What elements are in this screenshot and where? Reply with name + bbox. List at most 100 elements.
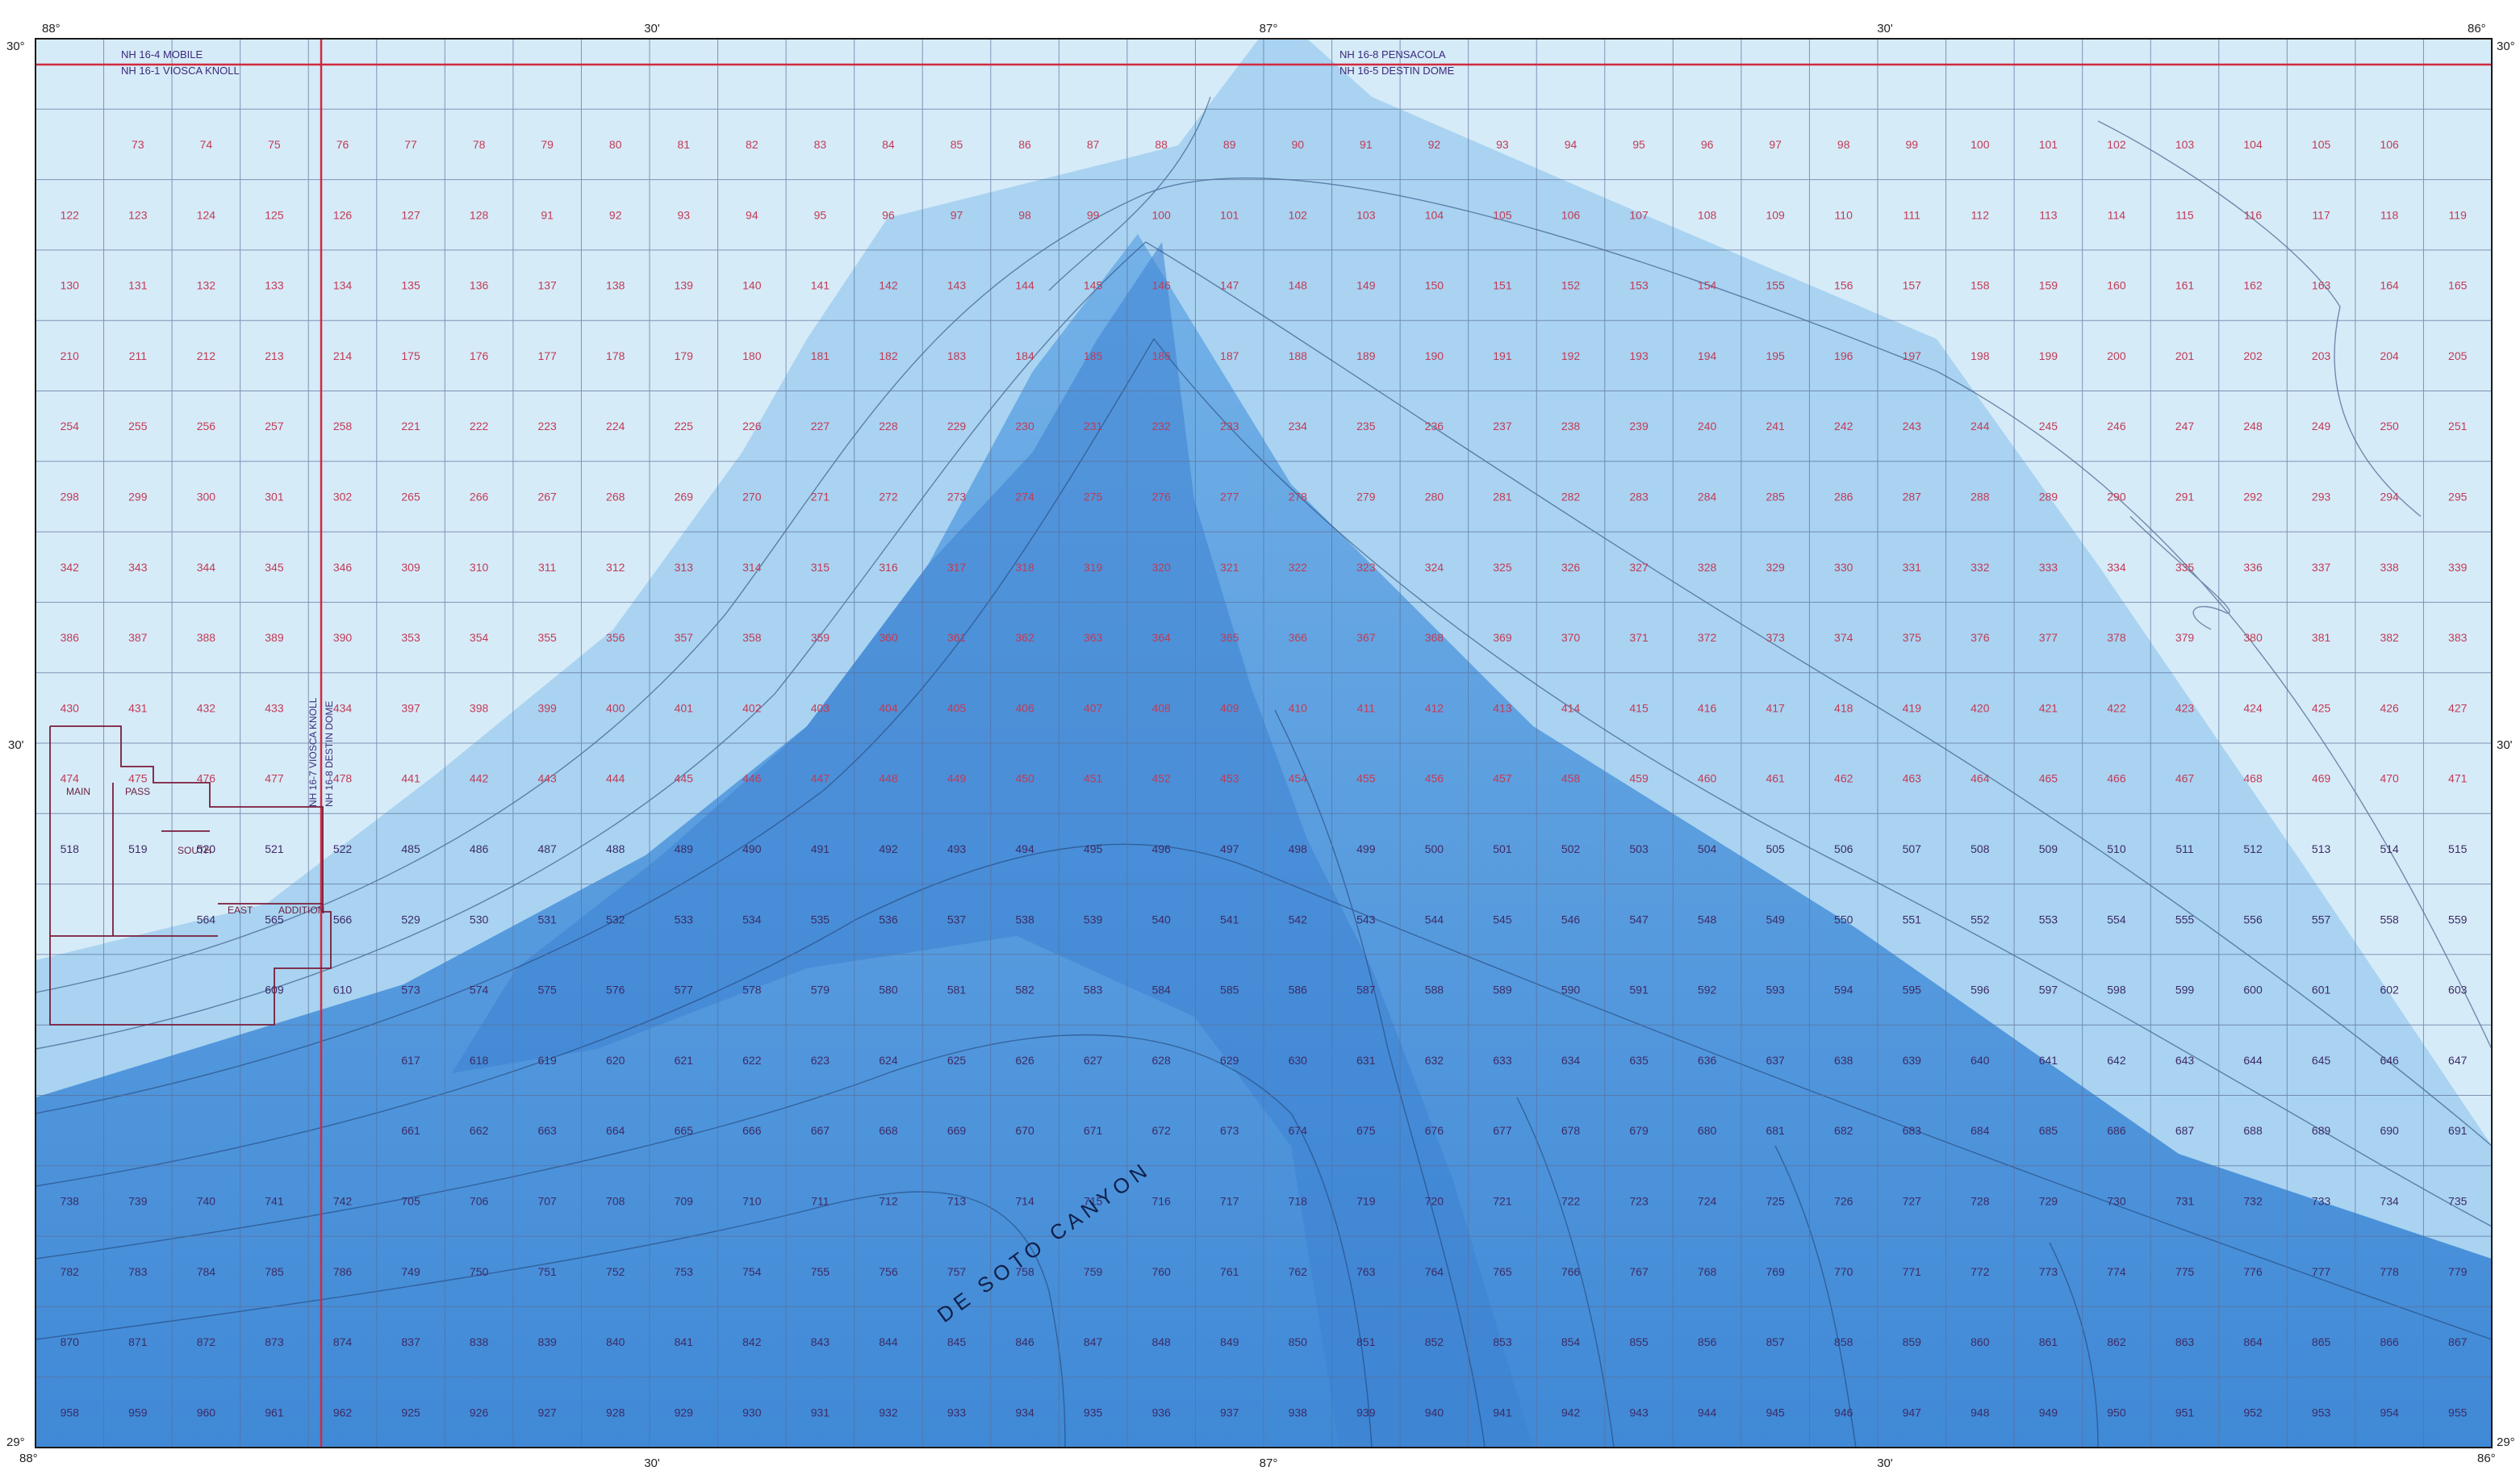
block-number: 501 — [1493, 842, 1512, 855]
block-number: 292 — [2243, 490, 2263, 503]
block-number: 101 — [1220, 208, 1239, 221]
block-number: 511 — [2175, 842, 2194, 855]
block-number: 933 — [947, 1406, 967, 1419]
block-number: 334 — [2107, 561, 2126, 574]
block-number: 467 — [2175, 772, 2195, 785]
block-number: 273 — [947, 490, 967, 503]
lease-area-boundaries — [49, 725, 332, 1026]
block-number: 153 — [1629, 279, 1649, 292]
block-number: 147 — [1220, 279, 1239, 292]
block-number: 488 — [606, 842, 625, 855]
block-number: 838 — [470, 1335, 489, 1348]
block-number: 156 — [1834, 279, 1853, 292]
block-number: 443 — [537, 772, 557, 785]
block-number: 628 — [1151, 1054, 1171, 1067]
block-number: 364 — [1151, 631, 1171, 644]
block-number: 434 — [333, 701, 353, 714]
block-number: 163 — [2312, 279, 2331, 292]
block-number: 580 — [879, 984, 898, 997]
tick-top-87: 87° — [1260, 22, 1278, 36]
block-number: 850 — [1289, 1335, 1308, 1348]
block-number: 245 — [2039, 420, 2058, 432]
block-number: 224 — [606, 420, 625, 432]
block-number: 84 — [882, 138, 895, 151]
block-number: 865 — [2312, 1335, 2331, 1348]
block-number: 214 — [333, 349, 353, 362]
block-number: 73 — [132, 138, 144, 151]
block-number: 673 — [1220, 1124, 1239, 1137]
block-number: 369 — [1493, 631, 1512, 644]
block-number: 398 — [470, 701, 489, 714]
block-number: 450 — [1015, 772, 1034, 785]
protraction-label-right-top: NH 16-8 PENSACOLA — [1339, 48, 1446, 61]
block-number: 95 — [1632, 138, 1645, 151]
block-number: 447 — [811, 772, 830, 785]
block-number: 846 — [1015, 1335, 1034, 1348]
block-number: 325 — [1493, 561, 1512, 574]
block-number: 345 — [265, 561, 284, 574]
block-number: 413 — [1493, 701, 1512, 714]
block-number: 498 — [1289, 842, 1308, 855]
block-number: 961 — [265, 1406, 284, 1419]
block-number: 444 — [606, 772, 625, 785]
block-number: 521 — [265, 842, 284, 855]
block-number: 103 — [1356, 208, 1376, 221]
block-number: 602 — [2380, 984, 2399, 997]
block-number: 91 — [1360, 138, 1373, 151]
block-number: 640 — [1970, 1054, 1990, 1067]
block-number: 478 — [333, 772, 353, 785]
block-number: 236 — [1425, 420, 1444, 432]
area-label-east: EAST — [228, 905, 253, 916]
block-number: 845 — [947, 1335, 967, 1348]
block-number: 405 — [947, 701, 967, 714]
block-number: 365 — [1220, 631, 1239, 644]
block-number: 421 — [2039, 701, 2058, 714]
block-number: 361 — [947, 631, 967, 644]
block-number: 426 — [2380, 701, 2399, 714]
block-number: 585 — [1220, 984, 1239, 997]
block-number: 759 — [1084, 1265, 1103, 1278]
block-number: 716 — [1151, 1194, 1171, 1207]
block-number: 646 — [2380, 1054, 2399, 1067]
block-number: 762 — [1289, 1265, 1308, 1278]
block-number: 269 — [675, 490, 694, 503]
block-number: 638 — [1834, 1054, 1853, 1067]
block-number: 603 — [2448, 984, 2468, 997]
block-number: 150 — [1425, 279, 1444, 292]
block-number: 676 — [1425, 1124, 1444, 1137]
block-number: 489 — [675, 842, 694, 855]
block-number: 102 — [2107, 138, 2126, 151]
block-number: 513 — [2312, 842, 2331, 855]
block-number: 866 — [2380, 1335, 2399, 1348]
block-number: 623 — [811, 1054, 830, 1067]
block-number: 533 — [675, 913, 694, 926]
block-number: 97 — [951, 208, 963, 221]
block-number: 212 — [197, 349, 216, 362]
block-number: 775 — [2175, 1265, 2195, 1278]
block-number: 731 — [2175, 1194, 2195, 1207]
block-number: 641 — [2039, 1054, 2058, 1067]
block-number: 662 — [470, 1124, 489, 1137]
block-number: 223 — [537, 420, 557, 432]
block-number: 143 — [947, 279, 967, 292]
block-number: 178 — [606, 349, 625, 362]
block-number: 282 — [1561, 490, 1581, 503]
block-number: 680 — [1698, 1124, 1717, 1137]
block-number: 271 — [811, 490, 830, 503]
block-number: 99 — [1905, 138, 1918, 151]
block-number: 724 — [1698, 1194, 1717, 1207]
block-number: 475 — [128, 772, 148, 785]
block-number: 719 — [1356, 1194, 1376, 1207]
block-number: 958 — [61, 1406, 80, 1419]
corner-bottom-right-lon: 86° — [2477, 1452, 2496, 1465]
area-label-main: MAIN — [66, 786, 90, 797]
block-number: 205 — [2448, 349, 2468, 362]
block-number: 468 — [2243, 772, 2263, 785]
block-number: 767 — [1629, 1265, 1649, 1278]
block-number: 766 — [1561, 1265, 1581, 1278]
block-number: 756 — [879, 1265, 898, 1278]
block-number: 389 — [265, 631, 284, 644]
block-number: 726 — [1834, 1194, 1853, 1207]
contour-lines — [35, 96, 2493, 1448]
block-number: 590 — [1561, 984, 1581, 997]
